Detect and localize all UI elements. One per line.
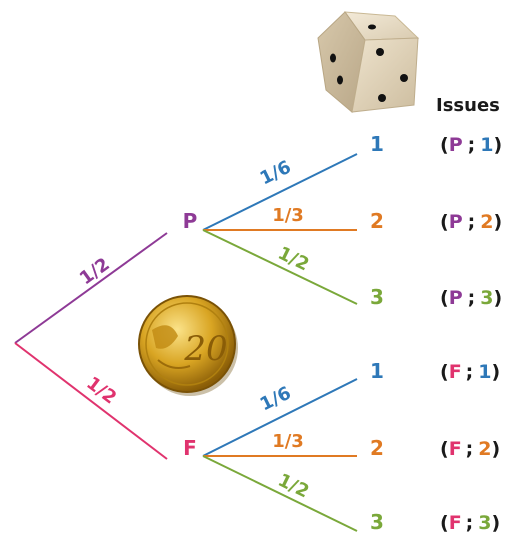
prob-p-2: 1/3: [272, 205, 304, 226]
leaf-f-1: 1: [370, 359, 384, 383]
coin-20-cent-icon: 20: [138, 295, 238, 396]
leaf-p-1: 1: [370, 132, 384, 156]
prob-root-p: 1/2: [76, 254, 114, 290]
leaf-p-2: 2: [370, 209, 384, 233]
issues-header: Issues: [436, 95, 500, 116]
branch-f-1: [202, 378, 358, 457]
prob-p-3: 1/2: [275, 243, 313, 276]
leaf-p-3: 3: [370, 285, 384, 309]
branch-f-3: [202, 455, 358, 532]
issues-column: (P;1) (P;2) (P;3) (F;1) (F;2) (F;3): [440, 134, 502, 534]
issue-f-3: (F;3): [440, 512, 500, 534]
prob-f-2: 1/3: [272, 431, 304, 452]
issue-p-1: (P;1): [440, 134, 502, 156]
die-icon: [317, 11, 420, 113]
node-p: P: [183, 209, 198, 233]
branch-p-1: [202, 153, 358, 231]
prob-f-1: 1/6: [257, 383, 295, 416]
coin-digits: 20: [183, 329, 227, 369]
issue-p-2: (P;2): [440, 211, 502, 233]
leaf-f-2: 2: [370, 436, 384, 460]
branch-root-p: [14, 232, 168, 344]
branch-p-3: [202, 229, 358, 305]
node-labels: P F 1 2 3 1 2 3: [183, 132, 384, 534]
prob-f-3: 1/2: [275, 470, 313, 503]
node-f: F: [183, 436, 197, 460]
issue-p-3: (P;3): [440, 287, 502, 309]
issue-f-1: (F;1): [440, 361, 500, 383]
issue-f-2: (F;2): [440, 438, 500, 460]
prob-root-f: 1/2: [82, 373, 120, 409]
prob-p-1: 1/6: [257, 157, 295, 190]
branch-lines: [14, 153, 358, 532]
branch-root-f: [14, 342, 168, 460]
leaf-f-3: 3: [370, 510, 384, 534]
